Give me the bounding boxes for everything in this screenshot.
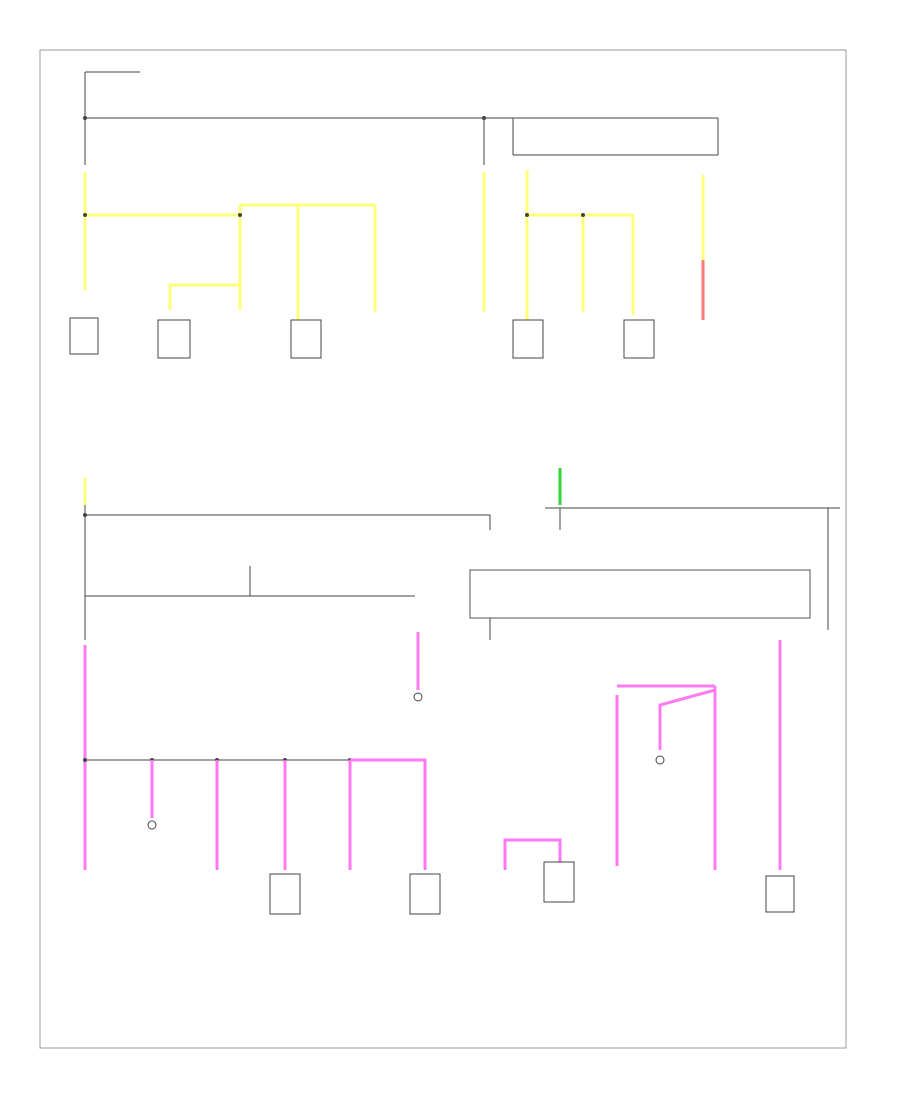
horizontal-wire xyxy=(85,514,491,530)
component-box xyxy=(290,319,322,359)
junction-dot xyxy=(482,116,486,120)
ground-symbol xyxy=(147,820,157,830)
component-box xyxy=(409,873,441,915)
top-section xyxy=(69,71,719,359)
component-box xyxy=(765,875,795,913)
diagram-frame xyxy=(39,49,847,1049)
component-box xyxy=(623,319,655,359)
component-box xyxy=(269,873,301,915)
junction-dot xyxy=(525,213,529,217)
pink-wire xyxy=(350,758,427,870)
control-module-box xyxy=(469,569,811,619)
junction-dot xyxy=(83,758,87,762)
junction-dot xyxy=(83,213,87,217)
ground-symbol xyxy=(655,755,665,765)
component-box xyxy=(69,317,99,355)
junction-dot xyxy=(238,213,242,217)
ground-symbol xyxy=(413,692,423,702)
junction-dot xyxy=(83,513,87,517)
pink-wire xyxy=(658,688,716,750)
middle-section xyxy=(83,468,840,702)
component-box xyxy=(157,319,191,359)
yellow-wire xyxy=(168,283,240,310)
pink-wire xyxy=(503,838,562,870)
bottom-section xyxy=(83,640,795,915)
junction-dot xyxy=(581,213,585,217)
component-box xyxy=(543,861,575,903)
junction-dot xyxy=(83,116,87,120)
component-box xyxy=(512,319,544,359)
